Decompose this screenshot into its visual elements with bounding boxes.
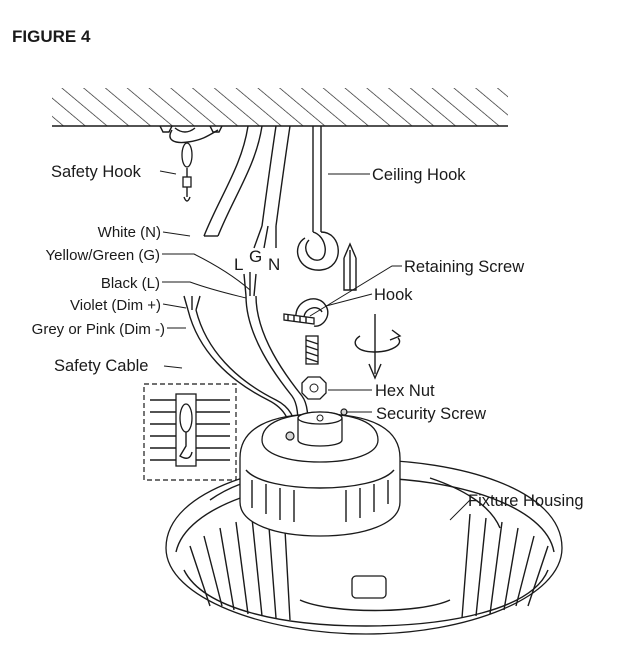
hook-assembly bbox=[283, 298, 329, 365]
label-violet-dim: Violet (Dim +) bbox=[70, 297, 161, 314]
label-white-n: White (N) bbox=[98, 224, 161, 241]
safety-hook-assembly bbox=[159, 125, 223, 202]
label-yellow-green-g: Yellow/Green (G) bbox=[46, 247, 161, 264]
rotation-arrow bbox=[354, 314, 402, 380]
label-hook: Hook bbox=[374, 286, 413, 304]
ceiling bbox=[52, 88, 508, 127]
label-safety-cable: Safety Cable bbox=[54, 357, 148, 375]
label-fixture-housing: Fixture Housing bbox=[468, 492, 584, 510]
ceiling-hook bbox=[296, 126, 339, 271]
driver-housing bbox=[239, 408, 401, 537]
label-security-screw: Security Screw bbox=[376, 405, 486, 423]
label-safety-hook: Safety Hook bbox=[51, 163, 142, 181]
label-hex-nut: Hex Nut bbox=[375, 382, 435, 400]
safety-cable-inset bbox=[143, 383, 237, 481]
wire-letter-g: G bbox=[249, 247, 262, 266]
callout-lines bbox=[159, 170, 471, 521]
fixture-wires bbox=[183, 272, 309, 435]
figure-title: FIGURE 4 bbox=[12, 27, 91, 46]
label-ceiling-hook: Ceiling Hook bbox=[372, 166, 466, 184]
label-black-l: Black (L) bbox=[101, 275, 160, 292]
power-cable bbox=[203, 125, 291, 249]
wire-letter-l: L bbox=[234, 255, 243, 274]
label-grey-pink-dim: Grey or Pink (Dim -) bbox=[32, 321, 165, 338]
up-arrow bbox=[343, 242, 357, 291]
hex-nut bbox=[301, 376, 327, 400]
wire-letter-n: N bbox=[268, 255, 280, 274]
label-retaining-screw: Retaining Screw bbox=[404, 258, 524, 276]
